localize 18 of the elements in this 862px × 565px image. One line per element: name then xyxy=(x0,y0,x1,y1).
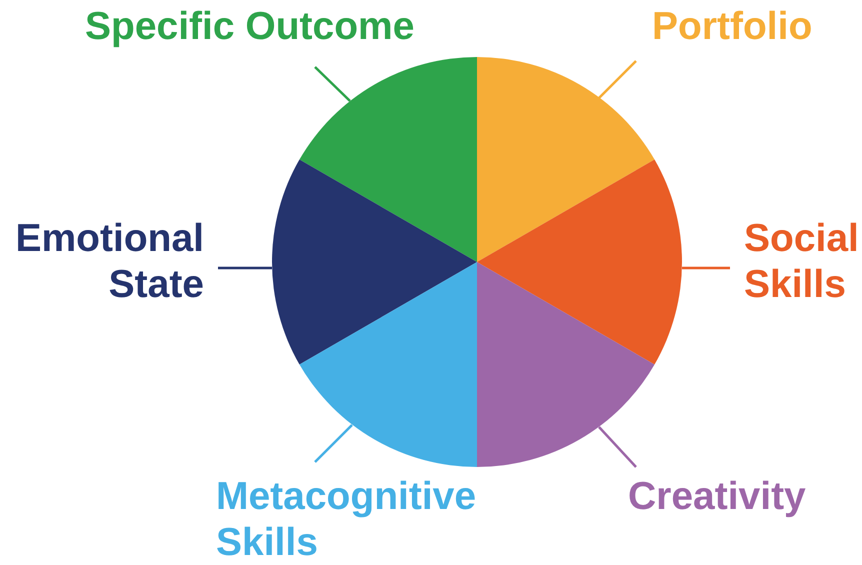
leader-line xyxy=(682,266,730,270)
pie-slice xyxy=(477,160,682,364)
leader-line xyxy=(218,266,272,270)
slice-label: Metacognitive Skills xyxy=(216,474,486,565)
pie-slice xyxy=(299,57,477,262)
slice-label: Emotional State xyxy=(0,216,204,308)
leader-line xyxy=(598,60,637,99)
pie-slice xyxy=(477,262,655,467)
slice-label: Portfolio xyxy=(652,4,852,50)
slice-label: Creativity xyxy=(628,474,828,520)
pie-slice xyxy=(299,262,477,467)
pie-slice xyxy=(272,160,477,364)
slice-label: Specific Outcome xyxy=(85,4,445,50)
pie-slice xyxy=(477,57,655,262)
leader-line xyxy=(314,424,353,463)
slice-label: Social Skills xyxy=(744,216,862,308)
leader-line xyxy=(314,66,351,102)
leader-line xyxy=(598,426,637,468)
